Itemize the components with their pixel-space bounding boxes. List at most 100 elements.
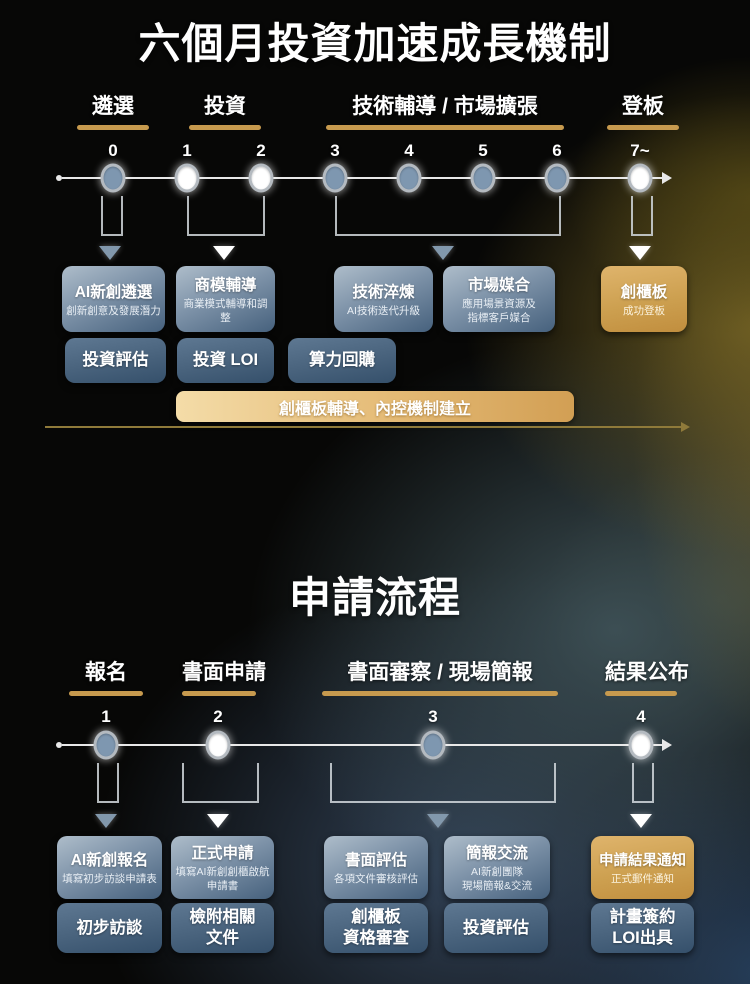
card-gisa-board: 創櫃板 成功登板: [601, 266, 687, 332]
timeline-start-dot: [56, 742, 62, 748]
timeline-tick-label: 5: [478, 141, 488, 160]
mechanism-title: 六個月投資加速成長機制: [138, 20, 612, 67]
gold-flow-arrowhead-icon: [681, 422, 690, 432]
phase-label: 報名: [85, 661, 127, 684]
down-triangle-icon: [95, 814, 117, 828]
card-subtitle: AI新創團隊 現場簡報&交流: [461, 866, 532, 892]
phase-underline: [605, 691, 677, 696]
bracket-span: [335, 196, 561, 236]
timeline-tick-label: 3: [330, 141, 340, 160]
card-business-model-coaching: 商模輔導 商業模式輔導和調整: [176, 266, 275, 332]
phase-label: 書面申請: [182, 661, 266, 684]
card-title: 簡報交流: [465, 845, 528, 863]
bracket-span: [632, 763, 654, 803]
chip-investment-loi: 投資 LOI: [177, 338, 274, 383]
timeline-tick-label: 0: [108, 141, 118, 160]
card-result-notification: 申請結果通知 正式郵件通知: [591, 836, 694, 899]
card-ai-startup-registration: AI新創報名 填寫初步訪談申請表: [57, 836, 162, 899]
bracket-span: [97, 763, 119, 803]
phase-results: 結果公布: [605, 656, 689, 696]
down-triangle-icon: [427, 814, 449, 828]
card-title: 市場媒合: [467, 276, 530, 294]
phase-label: 技術輔導 / 市場擴張: [352, 95, 538, 118]
chip-investment-evaluation: 投資評估: [65, 338, 166, 383]
timeline-node: [100, 163, 126, 193]
card-presentation-exchange: 簡報交流 AI新創團隊 現場簡報&交流: [444, 836, 550, 899]
card-title: AI新創遴選: [74, 283, 153, 301]
phase-label: 登板: [622, 95, 664, 118]
phase-investment: 投資: [189, 90, 261, 130]
down-triangle-icon: [432, 246, 454, 260]
banner-gisa-coaching: 創櫃板輔導、內控機制建立: [176, 391, 574, 422]
card-subtitle: 商業模式輔導和調整: [183, 297, 268, 324]
bracket-span: [182, 763, 259, 803]
timeline-node: [93, 730, 119, 760]
phase-label: 遴選: [92, 95, 134, 118]
phase-tech-market: 技術輔導 / 市場擴張: [326, 90, 564, 130]
timeline-tick-label: 1: [182, 141, 192, 160]
phase-registration: 報名: [69, 656, 143, 696]
phase-underline: [182, 691, 256, 696]
chip-attach-documents: 檢附相關 文件: [171, 903, 274, 953]
card-document-evaluation: 書面評估 各項文件審核評估: [324, 836, 428, 899]
phase-written-application: 書面申請: [182, 656, 266, 696]
timeline-node: [420, 730, 446, 760]
card-subtitle: 應用場景資源及 指標客戶媒合: [462, 297, 536, 324]
timeline-tick-label: 2: [213, 707, 223, 726]
timeline-node: [205, 730, 231, 760]
phase-label: 結果公布: [605, 661, 689, 684]
timeline-node: [248, 163, 274, 193]
card-subtitle: AI技術迭代升級: [347, 304, 420, 317]
phase-label: 書面審察 / 現場簡報: [347, 661, 533, 684]
timeline-line: [62, 744, 662, 746]
timeline-start-dot: [56, 175, 62, 181]
card-tech-refinement: 技術淬煉 AI技術迭代升級: [334, 266, 433, 332]
gold-flow-line: [45, 426, 683, 428]
down-triangle-icon: [630, 814, 652, 828]
phase-label: 投資: [204, 95, 246, 118]
timeline-tick-label: 2: [256, 141, 266, 160]
phase-selection: 遴選: [77, 90, 149, 130]
card-subtitle: 成功登板: [623, 304, 665, 317]
phase-underline: [77, 125, 149, 130]
phase-underline: [326, 125, 564, 130]
application-title: 申請流程: [288, 574, 461, 621]
bracket-span: [330, 763, 556, 803]
timeline-node: [628, 730, 654, 760]
timeline-node: [174, 163, 200, 193]
card-subtitle: 填寫AI新創創櫃啟航 申請書: [175, 866, 270, 892]
card-title: 創櫃板: [620, 283, 668, 301]
bracket-span: [187, 196, 265, 236]
card-market-matching: 市場媒合 應用場景資源及 指標客戶媒合: [443, 266, 555, 332]
chip-plan-signing-loi: 計畫簽約 LOI出具: [591, 903, 694, 953]
timeline-tick-label: 6: [552, 141, 562, 160]
phase-listing: 登板: [607, 90, 679, 130]
timeline-node: [627, 163, 653, 193]
phase-underline: [69, 691, 143, 696]
bracket-span: [631, 196, 653, 236]
card-subtitle: 創新創意及發展潛力: [66, 304, 161, 317]
phase-underline: [189, 125, 261, 130]
down-triangle-icon: [213, 246, 235, 260]
timeline-arrow-icon: [662, 172, 672, 184]
card-ai-startup-selection: AI新創遴選 創新創意及發展潛力: [62, 266, 165, 332]
chip-gisa-qualification-review: 創櫃板 資格審查: [324, 903, 428, 953]
card-title: AI新創報名: [70, 852, 149, 870]
card-title: 正式申請: [191, 845, 254, 863]
card-title: 技術淬煉: [352, 283, 415, 301]
timeline-node: [396, 163, 422, 193]
card-title: 商模輔導: [194, 276, 257, 294]
timeline-tick-label: 1: [101, 707, 111, 726]
timeline-line: [62, 177, 662, 179]
chip-investment-evaluation-2: 投資評估: [444, 903, 548, 953]
timeline-arrow-icon: [662, 739, 672, 751]
timeline-node: [544, 163, 570, 193]
phase-underline: [607, 125, 679, 130]
card-formal-application: 正式申請 填寫AI新創創櫃啟航 申請書: [171, 836, 274, 899]
timeline-tick-label: 4: [404, 141, 414, 160]
timeline-node: [470, 163, 496, 193]
timeline-tick-label: 3: [428, 707, 438, 726]
card-title: 申請結果通知: [599, 852, 686, 869]
card-subtitle: 各項文件審核評估: [334, 873, 418, 886]
